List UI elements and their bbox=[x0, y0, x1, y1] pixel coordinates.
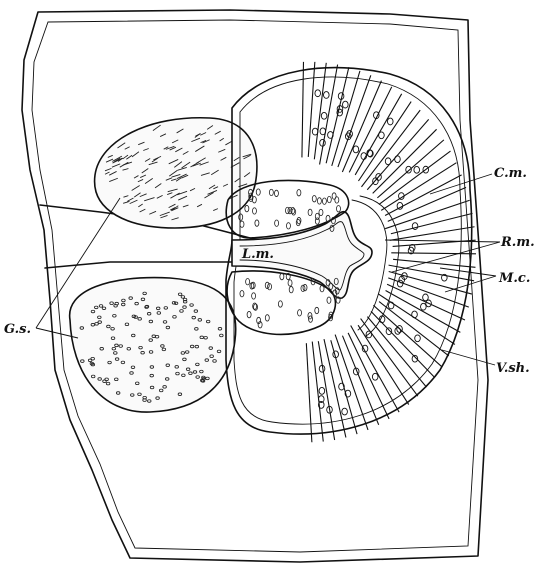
lobe-cell-oval bbox=[286, 223, 290, 229]
muscle-cell bbox=[421, 303, 427, 310]
lobe-cell-oval bbox=[336, 206, 340, 212]
muscle-cell bbox=[412, 223, 418, 230]
muscle-cell bbox=[342, 408, 348, 415]
muscle-cell bbox=[388, 302, 394, 309]
lobe-cell-oval bbox=[265, 315, 269, 321]
lobe-cell-oval bbox=[297, 190, 301, 196]
muscle-cell bbox=[353, 146, 359, 153]
muscle-cell bbox=[372, 373, 378, 380]
muscle-cell bbox=[397, 280, 403, 287]
lobe-cell-oval bbox=[308, 209, 312, 215]
radial-fibre bbox=[379, 302, 449, 356]
radial-fibre bbox=[379, 151, 451, 204]
lobe-cell-oval bbox=[288, 207, 292, 213]
lobe-cell-oval bbox=[240, 290, 244, 296]
lobe-cell-oval bbox=[289, 286, 293, 292]
lobe-cell-oval bbox=[255, 220, 259, 226]
radial-fibre bbox=[389, 265, 475, 281]
radial-fibre bbox=[391, 213, 473, 233]
radial-fibre bbox=[371, 311, 435, 377]
muscle-cell bbox=[395, 156, 401, 163]
lobe-cell-oval bbox=[315, 218, 319, 224]
muscle-cell bbox=[387, 118, 393, 125]
lobe-cell-oval bbox=[315, 307, 319, 313]
lobe-cell-oval bbox=[252, 208, 256, 214]
lower-genital-sac bbox=[70, 278, 236, 412]
lobe-cell-oval bbox=[319, 209, 323, 215]
lobe-cell-oval bbox=[252, 293, 256, 299]
lobe-cell-oval bbox=[327, 297, 331, 303]
radial-fibre bbox=[312, 342, 323, 442]
radial-fibre bbox=[378, 294, 455, 344]
muscle-cell bbox=[415, 335, 421, 342]
lobe-cell-oval bbox=[246, 278, 250, 284]
lobe-cell-oval bbox=[320, 285, 324, 291]
radial-fibre bbox=[391, 253, 476, 254]
lobe-cell-oval bbox=[280, 273, 284, 279]
muscle-cell bbox=[319, 387, 325, 394]
lobe-cell-oval bbox=[317, 198, 321, 204]
lobe-cell-oval bbox=[288, 280, 292, 286]
muscle-cell bbox=[379, 132, 385, 139]
lobe-cell-oval bbox=[240, 221, 244, 227]
radial-fibre bbox=[348, 333, 389, 419]
muscle-cell bbox=[323, 92, 329, 99]
label-vsh: V.sh. bbox=[496, 361, 530, 376]
muscle-cell bbox=[395, 328, 401, 335]
leader-rm-2 bbox=[392, 242, 500, 272]
lobe-cell-oval bbox=[332, 193, 336, 199]
radial-fibre bbox=[381, 163, 456, 211]
label-cm: C.m. bbox=[494, 166, 527, 181]
lobe-cell-oval bbox=[327, 196, 331, 202]
radial-fibre bbox=[388, 187, 466, 221]
muscle-cell bbox=[385, 158, 391, 165]
label-lm: L.m. bbox=[241, 247, 274, 262]
muscle-cell bbox=[423, 294, 429, 301]
lobe-cell-oval bbox=[245, 205, 249, 211]
radial-fibre bbox=[302, 62, 304, 158]
muscle-cell bbox=[414, 166, 420, 173]
muscle-cell bbox=[343, 101, 349, 108]
leader-cm bbox=[430, 174, 492, 194]
radial-fibre bbox=[320, 65, 338, 165]
lobe-cell-oval bbox=[256, 189, 260, 195]
lobe-cell-oval bbox=[239, 214, 243, 220]
lobe-cell-oval bbox=[322, 198, 326, 204]
lobe-cell-oval bbox=[275, 220, 279, 226]
radial-fibre bbox=[318, 341, 334, 440]
radial-fibre bbox=[306, 343, 312, 442]
label-rm: R.m. bbox=[500, 235, 535, 250]
muscle-cell bbox=[320, 128, 326, 135]
leader-mc-2 bbox=[445, 276, 496, 292]
muscle-cell bbox=[312, 128, 318, 135]
leader-mc-1 bbox=[440, 268, 496, 276]
label-gs: G.s. bbox=[4, 322, 31, 337]
leader-rm-1 bbox=[385, 240, 500, 242]
lobe-cell-oval bbox=[278, 301, 282, 307]
muscle-cell bbox=[315, 90, 321, 97]
lobe-cell-oval bbox=[269, 189, 273, 195]
label-mc: M.c. bbox=[498, 271, 530, 286]
lobe-cell-oval bbox=[274, 190, 278, 196]
muscle-cell bbox=[321, 112, 327, 119]
lobe-cell-oval bbox=[298, 310, 302, 316]
lobe-cell-oval bbox=[312, 196, 316, 202]
muscle-cell bbox=[412, 311, 418, 318]
lobe-cell-oval bbox=[247, 311, 251, 317]
radial-fibre bbox=[308, 62, 315, 157]
radial-fibre bbox=[390, 227, 475, 241]
lobe-cell-oval bbox=[335, 197, 339, 203]
